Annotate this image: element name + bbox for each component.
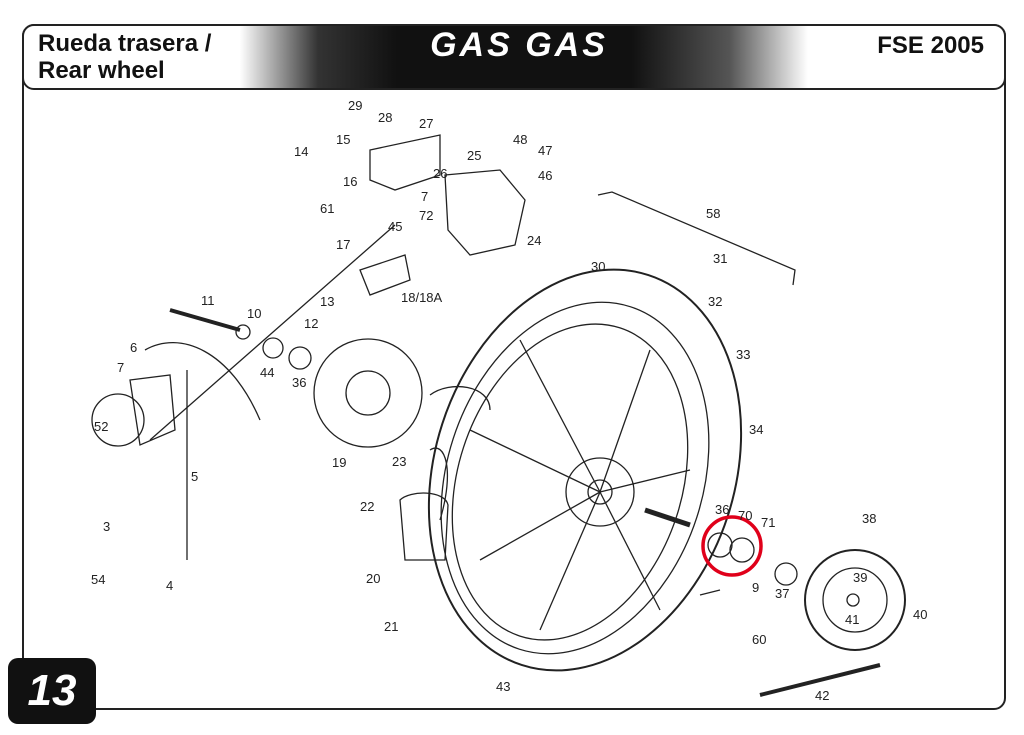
callout-label: 45 [388, 219, 402, 234]
callout-label: 60 [752, 632, 766, 647]
hub-drawing [469, 339, 691, 631]
callout-label: 21 [384, 619, 398, 634]
callout-label: 40 [913, 607, 927, 622]
brand-logo: GAS GAS [430, 28, 608, 62]
callout-label: 32 [708, 294, 722, 309]
callout-label: 34 [749, 422, 763, 437]
callout-label: 7 [117, 360, 124, 375]
callout-label: 52 [94, 419, 108, 434]
callout-label: 6 [130, 340, 137, 355]
callout-label: 43 [496, 679, 510, 694]
callout-label: 10 [247, 306, 261, 321]
callout-label: 19 [332, 455, 346, 470]
callout-label: 46 [538, 168, 552, 183]
callout-label: 39 [853, 570, 867, 585]
callout-label: 15 [336, 132, 350, 147]
callout-label: 23 [392, 454, 406, 469]
page-number-badge: 13 [8, 658, 96, 724]
callout-label: 70 [738, 508, 752, 523]
callout-label: 37 [775, 586, 789, 601]
callout-label: 13 [320, 294, 334, 309]
callout-label: 41 [845, 612, 859, 627]
callout-label: 12 [304, 316, 318, 331]
brake-disc-drawing [313, 338, 423, 448]
callout-label: 61 [320, 201, 334, 216]
callout-label: 3 [103, 519, 110, 534]
svg-text:GAS GAS: GAS GAS [430, 28, 608, 62]
callout-label: 9 [752, 580, 759, 595]
callout-label: 25 [467, 148, 481, 163]
callout-label: 47 [538, 143, 552, 158]
callout-label: 4 [166, 578, 173, 593]
callout-label: 26 [433, 166, 447, 181]
callout-label: 31 [713, 251, 727, 266]
callout-label: 72 [419, 208, 433, 223]
callout-label: 38 [862, 511, 876, 526]
callout-label: 11 [201, 293, 215, 308]
callout-label: 28 [378, 110, 392, 125]
page-title: Rueda trasera / Rear wheel [38, 30, 211, 84]
page-header: Rueda trasera / Rear wheel GAS GAS FSE 2… [22, 24, 1006, 90]
callout-label: 18/18A [401, 290, 443, 305]
callout-label: 17 [336, 237, 350, 252]
callout-label: 29 [348, 98, 362, 113]
callout-label: 7 [421, 189, 428, 204]
callout-label: 36 [292, 375, 306, 390]
callout-label: 30 [591, 259, 605, 274]
callout-label: 42 [815, 688, 829, 703]
callout-label: 71 [761, 515, 775, 530]
callout-label: 33 [736, 347, 750, 362]
title-english: Rear wheel [38, 57, 165, 84]
callout-label: 48 [513, 132, 527, 147]
callout-label: 54 [91, 572, 105, 587]
callout-label: 22 [360, 499, 374, 514]
title-spanish: Rueda trasera / [38, 30, 212, 57]
callout-labels: 3 4 5 6 7 7 9 10 11 12 13 14 15 16 17 18… [91, 98, 927, 703]
callout-label: 20 [366, 571, 380, 586]
callout-label: 5 [191, 469, 198, 484]
callout-label: 36 [715, 502, 729, 517]
model-label: FSE 2005 [877, 32, 984, 59]
callout-label: 16 [343, 174, 357, 189]
sprocket-drawing [804, 549, 906, 651]
callout-label: 14 [294, 144, 308, 159]
callout-label: 44 [260, 365, 274, 380]
highlighted-part-ring [701, 515, 763, 577]
callout-label: 27 [419, 116, 433, 131]
callout-label: 58 [706, 206, 720, 221]
callout-label: 24 [527, 233, 541, 248]
